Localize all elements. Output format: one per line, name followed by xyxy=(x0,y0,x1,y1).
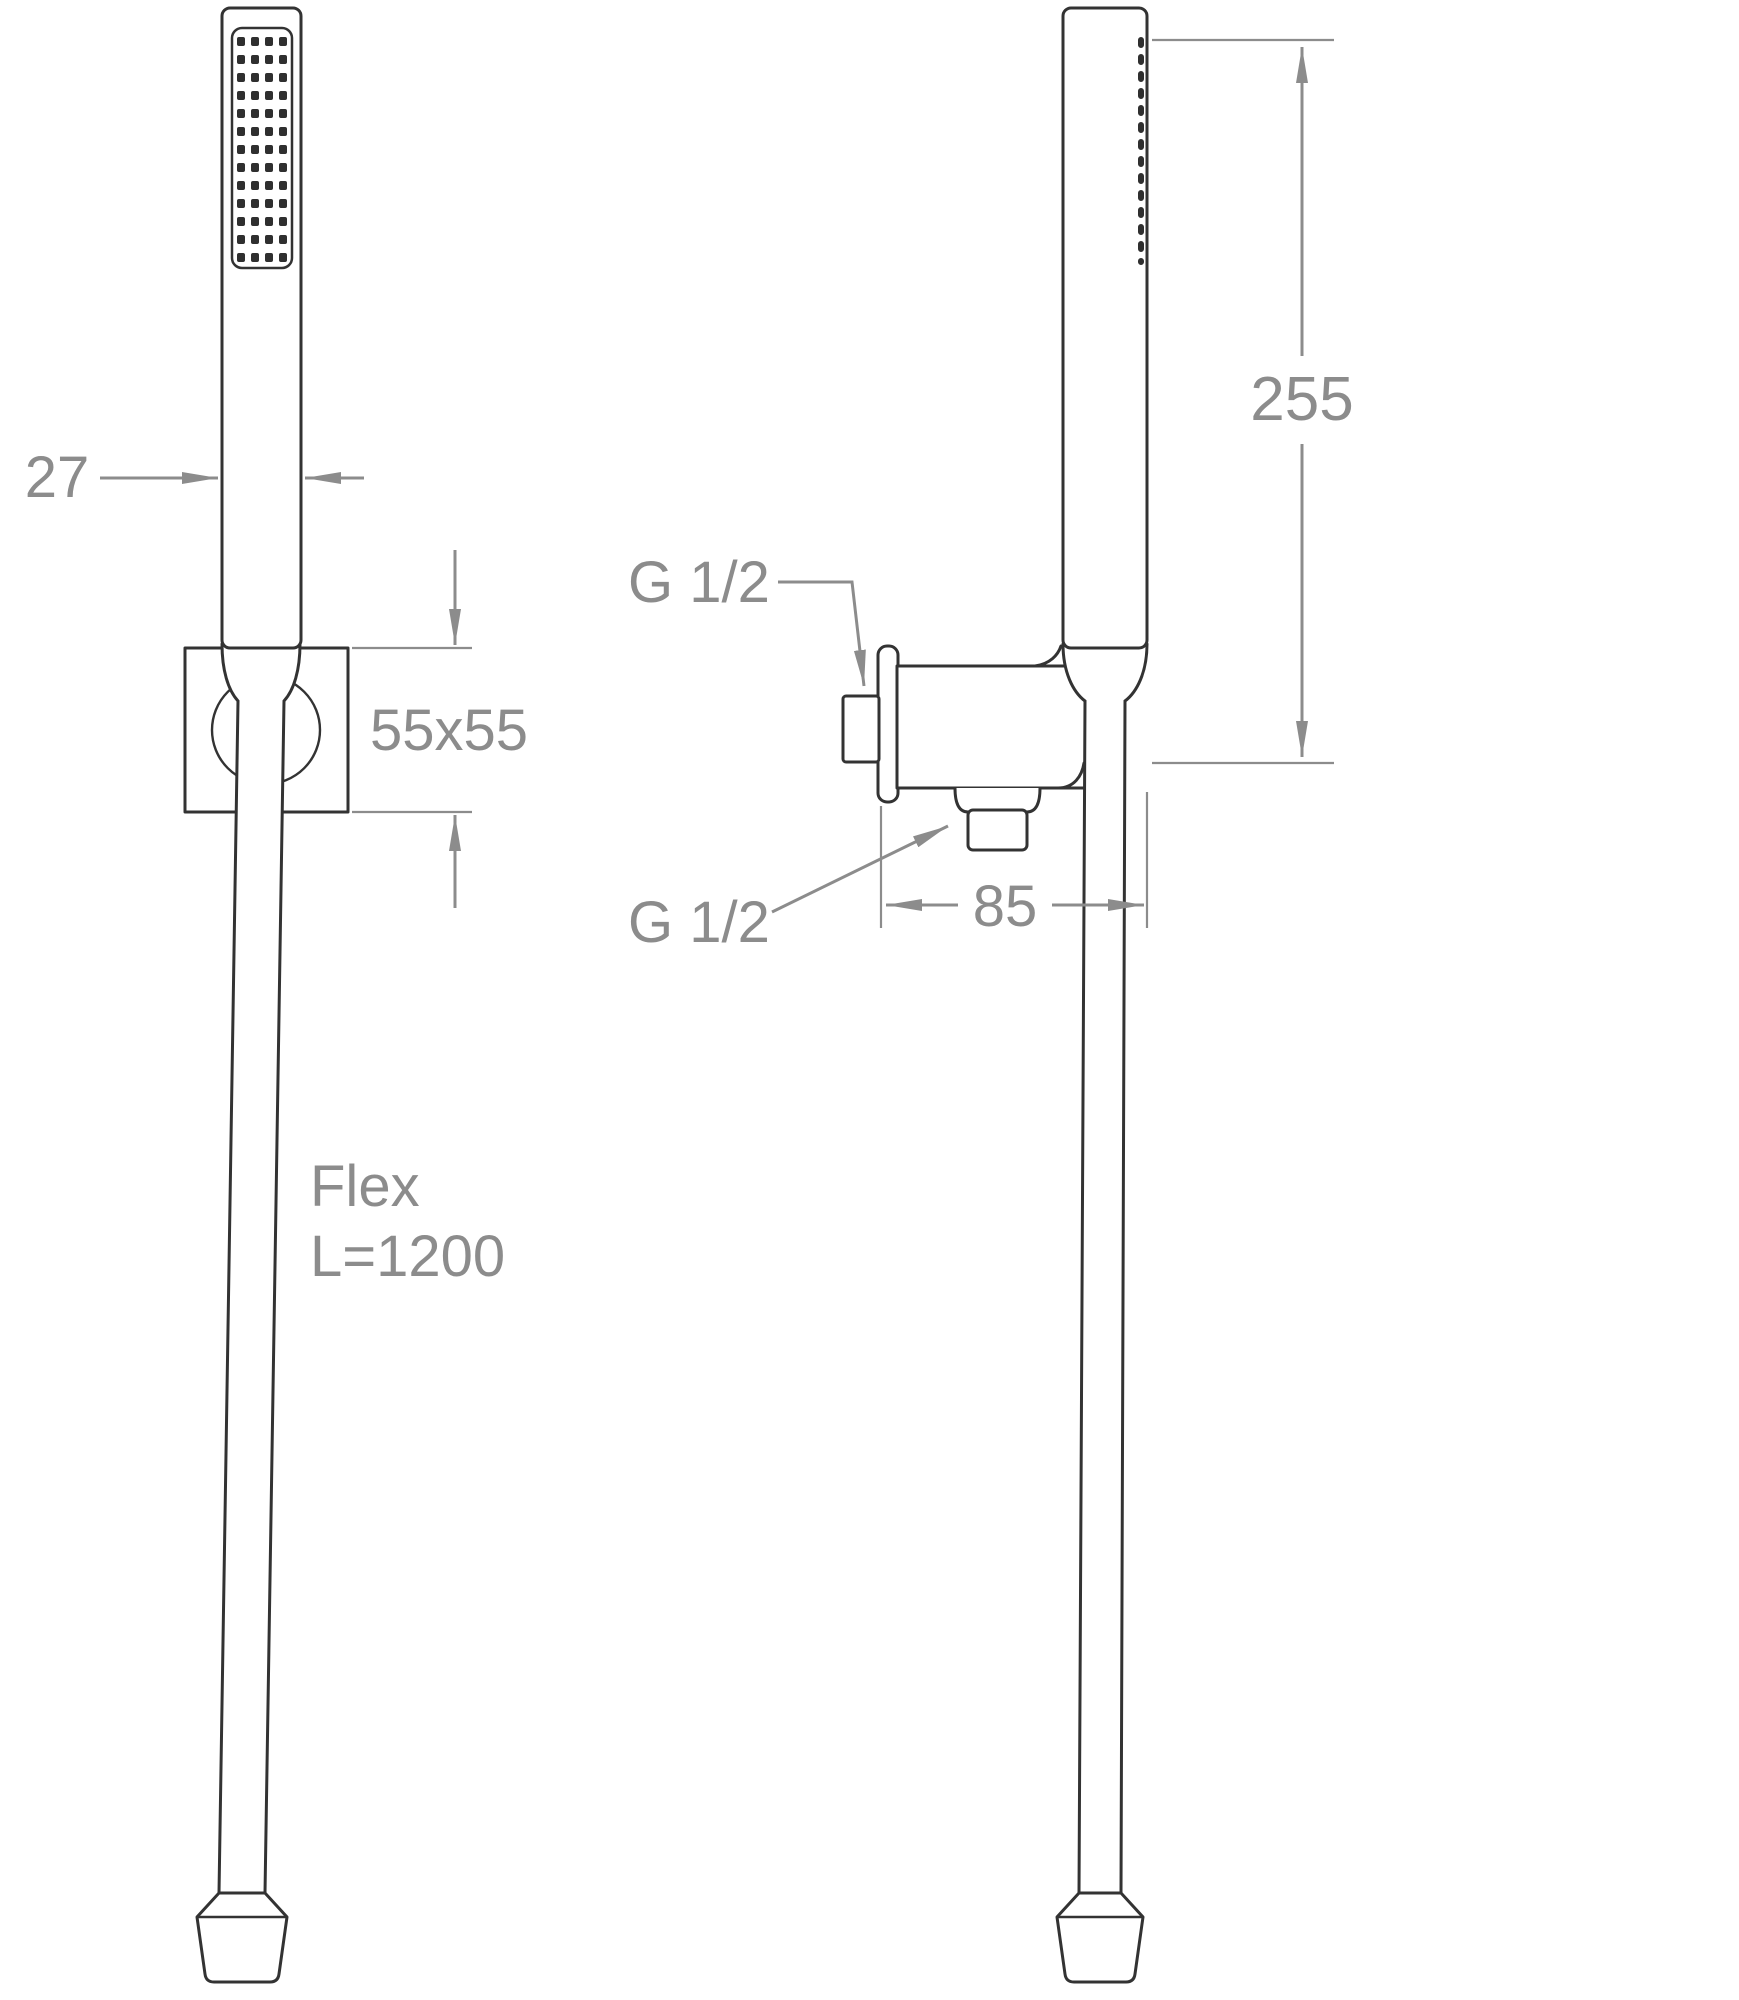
handle-side xyxy=(1061,6,1149,650)
side-dimensions: G 1/2 G 1/2 85 255 xyxy=(628,38,1354,955)
dim-255-label: 255 xyxy=(1250,365,1353,434)
hose-fitting-front xyxy=(195,1891,289,1984)
escutcheon xyxy=(876,644,900,804)
g12-outlet-leader xyxy=(771,824,949,914)
flex-label-line1: Flex xyxy=(310,1154,420,1219)
shower-hose-side-left-edge xyxy=(1061,642,1087,1895)
shower-hose-front-body xyxy=(219,644,300,1893)
dim-85-label: 85 xyxy=(973,874,1038,939)
shower-hose-side-body xyxy=(1063,644,1147,1893)
spray-face xyxy=(230,26,294,270)
g12-outlet-label: G 1/2 xyxy=(628,890,770,955)
front-dimensions: 27 55x55 Flex L=1200 xyxy=(25,445,528,1289)
elbow-body xyxy=(895,664,1092,790)
holder-lip xyxy=(1033,644,1063,668)
hose-fitting-side xyxy=(1055,1891,1145,1984)
front-view xyxy=(183,6,350,1984)
dim-55x55-label: 55x55 xyxy=(370,698,528,763)
dim-27-label: 27 xyxy=(25,445,90,510)
shower-hose-front-right-edge xyxy=(263,642,302,1895)
outlet-shoulder xyxy=(953,787,1042,814)
inlet-stub xyxy=(841,694,881,764)
shower-hose-front-left-edge xyxy=(217,642,240,1895)
holder-hose-curve xyxy=(1056,761,1086,790)
g12-inlet-leader xyxy=(778,580,866,687)
outlet-nipple xyxy=(966,808,1029,852)
g12-inlet-label: G 1/2 xyxy=(628,550,770,615)
shower-hose-side-right-edge xyxy=(1119,642,1149,1895)
side-view xyxy=(841,6,1149,1984)
flex-label-line2: L=1200 xyxy=(310,1224,505,1289)
